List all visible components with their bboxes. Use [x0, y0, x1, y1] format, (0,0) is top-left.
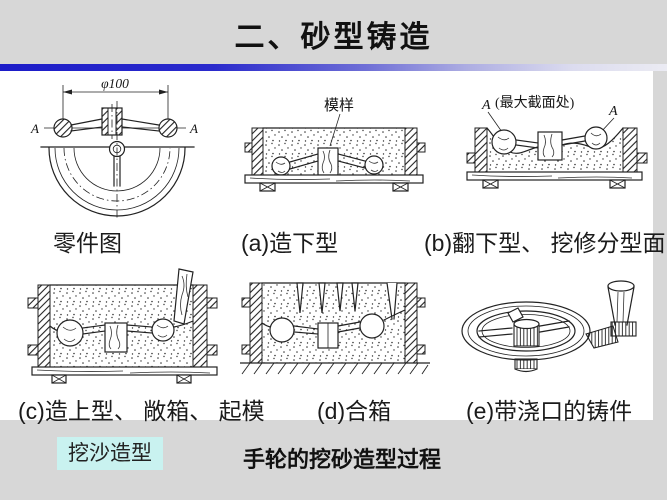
diameter-dimension-label: φ100 — [101, 76, 129, 91]
process-title: 手轮的挖砂造型过程 — [243, 447, 442, 472]
mold-board — [466, 171, 643, 181]
part-drawing-figure: φ100 A A — [30, 76, 198, 219]
callout-max-section-note: (最大截面处) — [495, 95, 575, 111]
figure-b-flipped-mold: A (最大截面处) A — [466, 95, 648, 189]
accent-divider-bar — [0, 64, 667, 71]
flask-wall — [251, 127, 264, 176]
method-badge: 挖沙造型 — [57, 437, 163, 470]
pattern-callout-label: 模样 — [324, 97, 354, 114]
hub-peg — [507, 307, 524, 323]
mold-board — [244, 174, 424, 184]
caption-e: (e)带浇口的铸件 — [466, 398, 633, 424]
caption-part: 零件图 — [53, 230, 122, 256]
figure-c-upper-mold — [27, 268, 218, 384]
callout-a-left: A — [481, 98, 491, 113]
pattern-block — [537, 131, 563, 161]
caption-b: (b)翻下型、 挖修分型面 — [424, 230, 666, 256]
ground-hatching — [241, 362, 429, 375]
callout-a-right: A — [608, 104, 618, 119]
figure-a-lower-mold: 模样 — [244, 97, 426, 192]
mold-board — [31, 366, 218, 376]
runner — [585, 325, 619, 349]
pattern-block — [104, 322, 128, 353]
figure-e-casting — [461, 280, 637, 373]
pattern-block — [317, 147, 339, 176]
page-title: 二、砂型铸造 — [234, 21, 433, 54]
section-label-a-left: A — [30, 121, 39, 136]
sprue-top — [607, 280, 635, 292]
bottom-boss — [514, 358, 538, 370]
caption-a: (a)造下型 — [241, 230, 339, 256]
sprue-stick — [173, 268, 194, 325]
sprue-collar — [610, 321, 637, 337]
caption-c: (c)造上型、 敞箱、 起模 — [18, 398, 265, 424]
section-label-a-right: A — [189, 121, 198, 136]
figure-d-closed-mold — [240, 282, 430, 375]
caption-d: (d)合箱 — [317, 398, 392, 424]
